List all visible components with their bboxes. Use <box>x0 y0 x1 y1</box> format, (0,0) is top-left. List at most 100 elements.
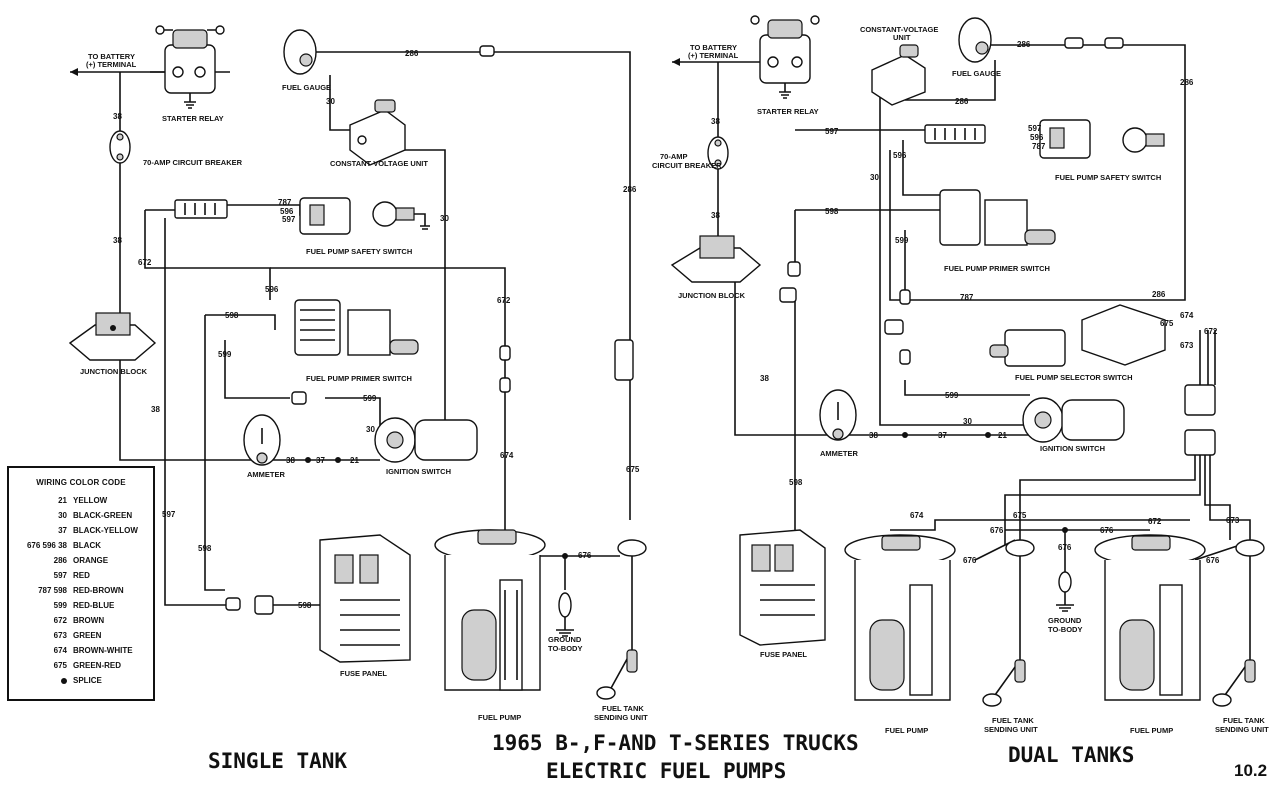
inline-connectors-left <box>225 45 634 615</box>
fuel-pump-safety-switch-dual <box>1039 119 1165 159</box>
svg-text:599: 599 <box>363 394 377 403</box>
fuse-panel <box>319 534 411 663</box>
svg-text:GROUND: GROUND <box>1048 616 1082 625</box>
svg-text:674: 674 <box>500 451 514 460</box>
ground-to-body-dual <box>1056 571 1074 612</box>
single-tank-diagram: TO BATTERY (+) TERMINAL STARTER RELAY FU… <box>68 25 648 722</box>
battery-arrow-icon <box>70 68 78 76</box>
fuse-panel-dual <box>739 529 826 646</box>
svg-text:596: 596 <box>1030 133 1044 142</box>
splice-dots-right <box>902 432 1068 533</box>
connector-block <box>174 199 228 219</box>
single-tank-labels: TO BATTERY (+) TERMINAL STARTER RELAY FU… <box>80 52 648 722</box>
fuel-pump-dual-1 <box>844 534 956 701</box>
svg-text:30: 30 <box>870 173 879 182</box>
label-fuse-panel: FUSE PANEL <box>340 669 387 678</box>
splice-dots-left <box>305 457 568 559</box>
svg-text:38: 38 <box>711 211 720 220</box>
svg-text:38: 38 <box>760 374 769 383</box>
svg-text:SENDING UNIT: SENDING UNIT <box>984 725 1038 734</box>
svg-text:FUEL TANK: FUEL TANK <box>1223 716 1265 725</box>
svg-text:599: 599 <box>945 391 959 400</box>
label-ignition-switch: IGNITION SWITCH <box>386 467 451 476</box>
svg-text:70-AMP: 70-AMP <box>660 152 688 161</box>
svg-text:STARTER RELAY: STARTER RELAY <box>757 107 819 116</box>
svg-text:37: 37 <box>316 456 325 465</box>
ignition-switch <box>374 417 478 463</box>
svg-text:597: 597 <box>1028 124 1042 133</box>
fuel-pump-safety-switch <box>299 197 430 235</box>
circuit-breaker <box>109 130 131 164</box>
label-ammeter: AMMETER <box>247 470 285 479</box>
svg-text:FUEL PUMP: FUEL PUMP <box>885 726 928 735</box>
circuit-breaker-dual <box>707 136 729 170</box>
svg-text:675: 675 <box>626 465 640 474</box>
svg-text:787: 787 <box>960 293 974 302</box>
svg-text:FUEL PUMP SELECTOR SWITCH: FUEL PUMP SELECTOR SWITCH <box>1015 373 1133 382</box>
ammeter-dual <box>819 389 857 441</box>
svg-text:38: 38 <box>711 117 720 126</box>
svg-text:596: 596 <box>893 151 907 160</box>
label-ground: GROUND <box>548 635 582 644</box>
svg-text:676: 676 <box>1058 543 1072 552</box>
label-to-body: TO-BODY <box>548 644 582 653</box>
svg-text:FUEL PUMP SAFETY SWITCH: FUEL PUMP SAFETY SWITCH <box>1055 173 1161 182</box>
single-tank-wire-numbers: 38 38 38 38 37 21 286 286 30 30 30 787 5… <box>113 49 640 610</box>
svg-text:787: 787 <box>1032 142 1046 151</box>
fuel-tank-sending-unit-dual-1 <box>982 539 1035 707</box>
label-junction-block: JUNCTION BLOCK <box>80 367 148 376</box>
svg-text:597: 597 <box>825 127 839 136</box>
label-sending-unit: SENDING UNIT <box>594 713 648 722</box>
title-single-tank: SINGLE TANK <box>208 749 347 773</box>
svg-text:38: 38 <box>286 456 295 465</box>
svg-text:FUEL GAUGE: FUEL GAUGE <box>952 69 1001 78</box>
dual-tanks-labels: TO BATTERY (+) TERMINAL STARTER RELAY CO… <box>652 25 1269 735</box>
label-fuel-pump-safety-switch: FUEL PUMP SAFETY SWITCH <box>306 247 412 256</box>
svg-text:FUEL PUMP: FUEL PUMP <box>1130 726 1173 735</box>
svg-text:38: 38 <box>151 405 160 414</box>
svg-text:676: 676 <box>990 526 1004 535</box>
svg-text:38: 38 <box>113 112 122 121</box>
svg-text:673: 673 <box>1226 516 1240 525</box>
label-fuel-pump-primer-switch: FUEL PUMP PRIMER SWITCH <box>306 374 412 383</box>
fuel-tank-sending-unit <box>596 539 647 700</box>
svg-text:674: 674 <box>910 511 924 520</box>
svg-text:675: 675 <box>1013 511 1027 520</box>
svg-text:FUSE PANEL: FUSE PANEL <box>760 650 807 659</box>
label-fuel-pump: FUEL PUMP <box>478 713 521 722</box>
label-to-battery: TO BATTERY <box>88 52 135 61</box>
fuel-pump-dual-2 <box>1094 534 1206 701</box>
title-main-line1: 1965 B-,F-AND T-SERIES TRUCKS <box>492 731 859 755</box>
svg-text:672: 672 <box>1148 517 1162 526</box>
svg-text:286: 286 <box>955 97 969 106</box>
title-main-line2: ELECTRIC FUEL PUMPS <box>546 759 786 783</box>
svg-text:599: 599 <box>218 350 232 359</box>
svg-text:598: 598 <box>225 311 239 320</box>
svg-text:599: 599 <box>895 236 909 245</box>
svg-text:672: 672 <box>497 296 511 305</box>
svg-text:30: 30 <box>963 417 972 426</box>
svg-text:676: 676 <box>1206 556 1220 565</box>
svg-text:SENDING UNIT: SENDING UNIT <box>1215 725 1269 734</box>
svg-text:UNIT: UNIT <box>893 33 911 42</box>
svg-text:30: 30 <box>440 214 449 223</box>
svg-text:676: 676 <box>1100 526 1114 535</box>
title-dual-tanks: DUAL TANKS <box>1008 743 1134 767</box>
dual-tanks-diagram: TO BATTERY (+) TERMINAL STARTER RELAY CO… <box>652 15 1269 735</box>
fuel-gauge <box>283 29 317 75</box>
svg-text:675: 675 <box>1160 319 1174 328</box>
svg-text:CONSTANT-VOLTAGE: CONSTANT-VOLTAGE <box>860 25 938 34</box>
svg-text:30: 30 <box>366 425 375 434</box>
ground-to-body <box>556 592 574 637</box>
svg-text:FUEL TANK: FUEL TANK <box>992 716 1034 725</box>
label-fuel-gauge: FUEL GAUGE <box>282 83 331 92</box>
svg-text:598: 598 <box>198 544 212 553</box>
